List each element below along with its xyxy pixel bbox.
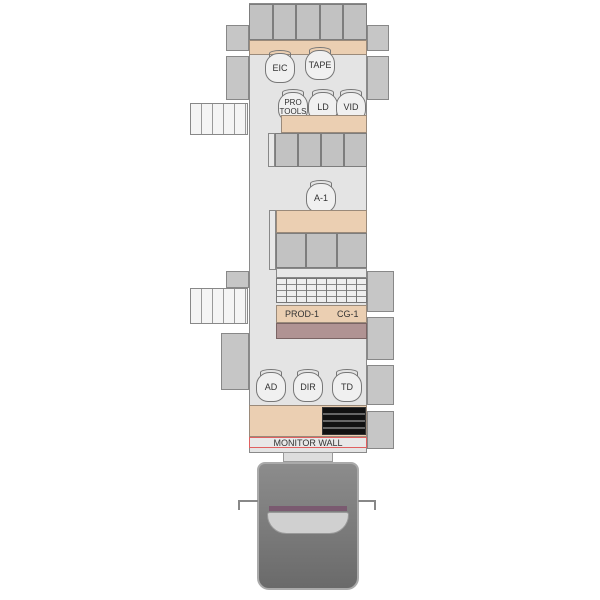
expando-pod xyxy=(226,271,249,288)
rack-row xyxy=(276,233,367,268)
expando-pod xyxy=(221,333,249,390)
entry-stairs[interactable] xyxy=(190,103,248,135)
expando-pod xyxy=(226,25,249,51)
top-desk xyxy=(249,40,367,55)
expando-pod xyxy=(367,271,394,312)
rack xyxy=(249,4,273,40)
rack xyxy=(343,4,367,40)
rack xyxy=(276,233,307,268)
station-label: DIR xyxy=(300,381,316,392)
station-label: AD xyxy=(264,381,278,392)
chair-eic: EIC xyxy=(265,50,295,83)
switcher-panel xyxy=(322,407,366,435)
rack-base xyxy=(276,268,367,278)
rack xyxy=(319,4,344,40)
station-label: A-1 xyxy=(313,192,328,203)
station-label: LD xyxy=(317,101,329,112)
station-label: EIC xyxy=(272,62,288,73)
rack xyxy=(336,233,367,268)
side-mirror-left xyxy=(238,500,258,510)
expando-pod xyxy=(367,365,394,405)
production-desk: PROD-1 CG-1 xyxy=(276,305,367,323)
expando-pod xyxy=(367,56,389,100)
hitch xyxy=(283,452,333,462)
desk-label-cg: CG-1 xyxy=(337,309,359,319)
rack xyxy=(306,233,337,268)
rack xyxy=(321,133,344,167)
expando-pod xyxy=(367,317,394,360)
station-label: TAPE xyxy=(308,59,332,70)
expando-pod xyxy=(367,411,394,449)
expando-pod xyxy=(367,25,389,51)
top-rack-row xyxy=(249,4,367,40)
station-label: VID xyxy=(343,101,359,112)
monitor-wall-label: MONITOR WALL xyxy=(273,438,343,448)
desk-label-prod: PROD-1 xyxy=(285,309,320,319)
station-label: PRO TOOLS xyxy=(279,98,307,116)
rack-edge xyxy=(268,133,275,167)
expando-pod xyxy=(226,56,249,100)
chair-ad: AD xyxy=(256,369,286,402)
production-desk-surface xyxy=(276,323,367,339)
truck-cab xyxy=(257,462,359,590)
producer-riser-steps xyxy=(276,278,367,303)
cab-windshield xyxy=(267,512,349,534)
rack xyxy=(344,133,367,167)
entry-stairs[interactable] xyxy=(190,288,248,324)
chair-td: TD xyxy=(332,369,362,402)
rack xyxy=(296,4,320,40)
audio-desk xyxy=(276,210,367,233)
cab-roof-stripe xyxy=(269,506,347,511)
rack xyxy=(275,133,298,167)
chair-dir: DIR xyxy=(293,369,323,402)
rack-row xyxy=(275,133,367,167)
side-mirror-right xyxy=(358,500,376,510)
rack xyxy=(272,4,297,40)
monitor-wall: MONITOR WALL xyxy=(249,437,367,448)
audio-video-desk xyxy=(281,115,367,133)
chair-tape: TAPE xyxy=(305,47,335,80)
station-label: TD xyxy=(341,381,353,392)
chair-a1: A-1 xyxy=(306,180,336,213)
rack-edge xyxy=(269,210,276,270)
rack xyxy=(298,133,321,167)
